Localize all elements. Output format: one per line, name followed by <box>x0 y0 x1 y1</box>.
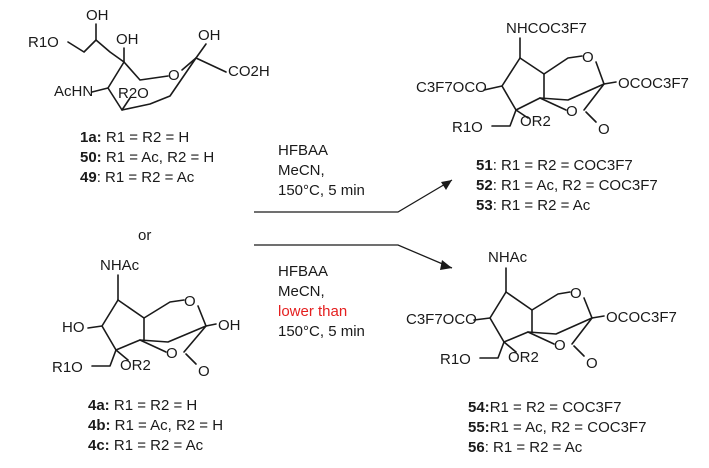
s2-r1o-label: R1O <box>452 119 483 136</box>
or-label: or <box>138 227 151 244</box>
structure-1: R1O OH OH O OH CO2H AcHN R2O <box>28 7 270 111</box>
s2-nhcoc3f7: NHCOC3F7 <box>506 20 587 37</box>
s4-r1o-label: R1O <box>440 351 471 368</box>
compound-50: 50: R1 = Ac, R2 = H <box>80 149 214 166</box>
s3-ho-label: HO <box>62 319 85 336</box>
compound-55: 55:R1 = Ac, R2 = COC3F7 <box>468 419 646 436</box>
s3-ring-oxygen: O <box>184 293 196 310</box>
s3-lactone-oxygen: O <box>166 345 178 362</box>
top-reagent-line-3: 150°C, 5 min <box>278 182 365 199</box>
bottom-reagent-line-2: MeCN, <box>278 283 325 300</box>
s3-carbonyl-oxygen: O <box>198 363 210 380</box>
s1-oh1-label: OH <box>86 7 109 24</box>
compound-56: 56: R1 = R2 = Ac <box>468 439 583 456</box>
reaction-top: HFBAA MeCN, 150°C, 5 min <box>254 142 453 213</box>
bottom-arrowhead <box>440 260 452 270</box>
compounds-1a-50-49: 1a: R1 = R2 = H 50: R1 = Ac, R2 = H 49: … <box>80 129 214 186</box>
structure-4: NHAc O C3F7OCO OCOC3F7 R1O OR2 O O <box>406 249 677 372</box>
s2-ring-oxygen: O <box>582 49 594 66</box>
s4-acyloxy-left: C3F7OCO <box>406 311 477 328</box>
bottom-reaction-arrow <box>254 244 453 269</box>
s4-acyloxy-right: OCOC3F7 <box>606 309 677 326</box>
s4-carbonyl-oxygen: O <box>586 355 598 372</box>
compound-52: 52: R1 = Ac, R2 = COC3F7 <box>476 177 658 194</box>
compound-49: 49: R1 = R2 = Ac <box>80 169 195 186</box>
s2-carbonyl-oxygen: O <box>598 121 610 138</box>
s4-lactone-oxygen: O <box>554 337 566 354</box>
s1-r2o-label: R2O <box>118 85 149 102</box>
top-reagent-line-1: HFBAA <box>278 142 328 159</box>
compounds-54-55-56: 54:R1 = R2 = COC3F7 55:R1 = Ac, R2 = COC… <box>468 399 646 456</box>
s1-r1o-label: R1O <box>28 34 59 51</box>
bottom-reagent-line-4: 150°C, 5 min <box>278 323 365 340</box>
s2-acyloxy-right: OCOC3F7 <box>618 75 689 92</box>
structure-2: NHCOC3F7 O C3F7OCO OCOC3F7 R1O OR2 O O <box>416 20 689 138</box>
s3-oh-label: OH <box>218 317 241 334</box>
compound-4b: 4b: R1 = Ac, R2 = H <box>88 417 223 434</box>
s1-carboxylic-acid: CO2H <box>228 63 270 80</box>
s4-ring-oxygen: O <box>570 285 582 302</box>
s3-nhac-label: NHAc <box>100 257 140 274</box>
s1-anomeric-oh: OH <box>198 27 221 44</box>
compounds-51-52-53: 51: R1 = R2 = COC3F7 52: R1 = Ac, R2 = C… <box>476 157 658 214</box>
top-reaction-arrow <box>254 179 453 213</box>
top-reagent-line-2: MeCN, <box>278 162 325 179</box>
compound-51: 51: R1 = R2 = COC3F7 <box>476 157 633 174</box>
bottom-reagent-highlight: lower than <box>278 303 347 320</box>
bottom-reagent-line-1: HFBAA <box>278 263 328 280</box>
compound-1a: 1a: R1 = R2 = H <box>80 129 189 146</box>
s2-lactone-oxygen: O <box>566 103 578 120</box>
s4-or2-label: OR2 <box>508 349 539 366</box>
top-arrowhead <box>441 180 452 190</box>
reaction-bottom: HFBAA MeCN, lower than 150°C, 5 min <box>254 244 453 340</box>
s1-ring-oxygen: O <box>168 67 180 84</box>
compound-53: 53: R1 = R2 = Ac <box>476 197 591 214</box>
s3-or2-label: OR2 <box>120 357 151 374</box>
compound-4a: 4a: R1 = R2 = H <box>88 397 197 414</box>
s4-nhac-label: NHAc <box>488 249 528 266</box>
s2-acyloxy-left: C3F7OCO <box>416 79 487 96</box>
compound-54: 54:R1 = R2 = COC3F7 <box>468 399 621 416</box>
s1-acetamido: AcHN <box>54 83 93 100</box>
compounds-4a-4b-4c: 4a: R1 = R2 = H 4b: R1 = Ac, R2 = H 4c: … <box>88 397 223 454</box>
s1-oh2-label: OH <box>116 31 139 48</box>
s2-or2-label: OR2 <box>520 113 551 130</box>
structure-3: NHAc O HO OH R1O OR2 O O <box>52 257 241 380</box>
compound-4c: 4c: R1 = R2 = Ac <box>88 437 204 454</box>
s3-r1o-label: R1O <box>52 359 83 376</box>
